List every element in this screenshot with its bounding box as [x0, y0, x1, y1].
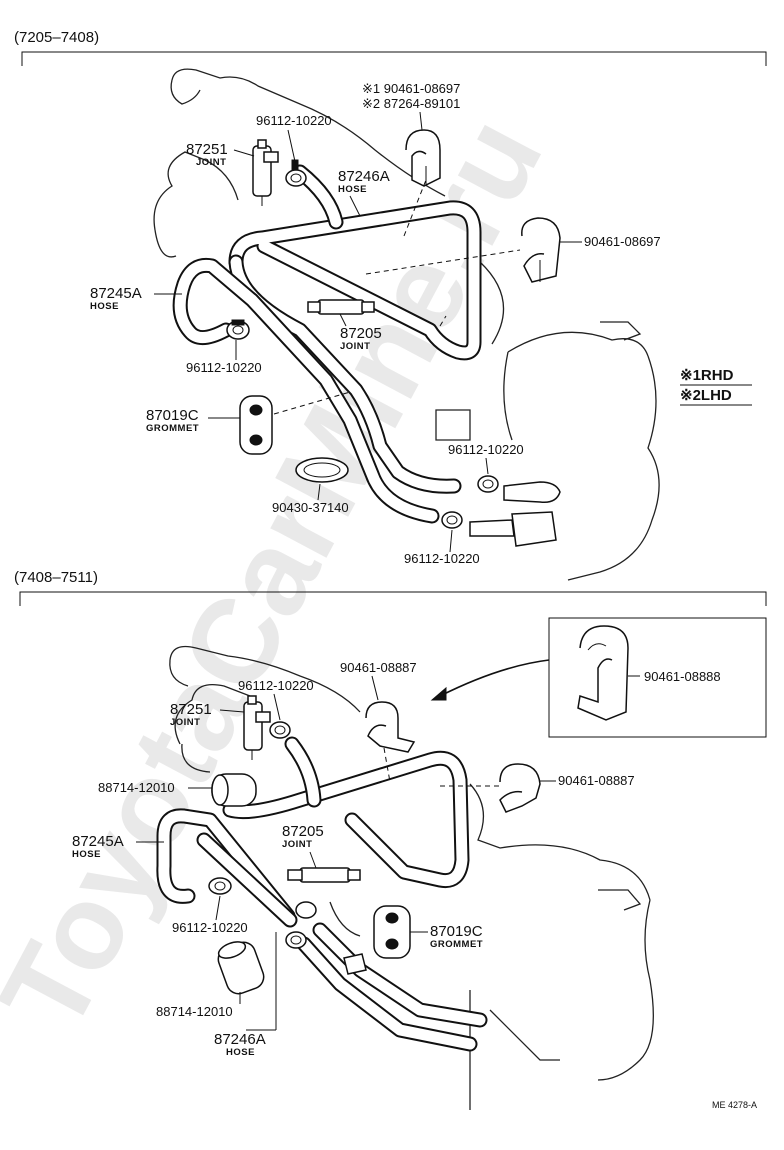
label-88714-bottom: 88714-12010 — [156, 1004, 233, 1019]
label-87205-name-2: JOINT — [282, 839, 312, 850]
engine-outline-2 — [169, 645, 654, 1110]
label-96112-top-2: 96112-10220 — [238, 678, 314, 693]
label-88714-top: 88714-12010 — [98, 780, 175, 795]
section-1: (7205–7408) — [14, 29, 767, 581]
label-96112-bottom-2: 96112-10220 — [172, 920, 248, 935]
joint-87251-1 — [252, 139, 279, 206]
grommet-87019c-1 — [239, 395, 273, 455]
pipes-2 — [296, 922, 488, 1052]
label-87019c-name: GROMMET — [146, 423, 199, 434]
clamp-96112-top-2 — [269, 721, 291, 739]
joint-87251-2 — [243, 695, 271, 760]
label-87246a-name-2: HOSE — [226, 1047, 255, 1058]
gasket-90430-1 — [295, 457, 349, 483]
inset-box: 90461-08888 — [430, 617, 767, 738]
label-90461-right: 90461-08697 — [584, 234, 661, 249]
label-87245a-name-2: HOSE — [72, 849, 101, 860]
sleeve-88714-top-2 — [211, 773, 257, 807]
label-87246a: 87246A — [338, 168, 390, 185]
label-90461-clip: 90461-08887 — [340, 660, 417, 675]
label-note2: ※2 87264-89101 — [362, 96, 460, 111]
clip-90461-right-2 — [499, 763, 541, 813]
label-87019c-2: 87019C — [430, 923, 483, 940]
label-87245a-2: 87245A — [72, 833, 124, 850]
label-87245a-name: HOSE — [90, 301, 119, 312]
clip-90461-upper-2 — [365, 701, 416, 753]
label-87019c-name-2: GROMMET — [430, 939, 483, 950]
label-87246a-name: HOSE — [338, 184, 367, 195]
label-96112-bottom: 96112-10220 — [404, 551, 480, 566]
clamp-96112-mid-1 — [477, 475, 561, 504]
legend-rhd: ※1RHD — [680, 367, 734, 384]
drawing-code: ME 4278-A — [712, 1100, 757, 1110]
label-90461-right-2: 90461-08887 — [558, 773, 635, 788]
label-87251-2: 87251 — [170, 701, 212, 718]
legend-lhd: ※2LHD — [680, 387, 732, 404]
label-87019c: 87019C — [146, 407, 199, 424]
label-87251-name: JOINT — [196, 157, 226, 168]
label-87205-2: 87205 — [282, 823, 324, 840]
label-96112-mid: 96112-10220 — [448, 442, 524, 457]
engine-outline-1 — [153, 68, 660, 581]
label-90430: 90430-37140 — [272, 500, 349, 515]
section-2: (7408–7511) 90461-08888 — [14, 569, 767, 1110]
section-2-title: (7408–7511) — [14, 569, 98, 586]
label-96112-left: 96112-10220 — [186, 360, 262, 375]
grommet-87019c-2 — [373, 905, 411, 959]
legend: ※1RHD ※2LHD — [680, 367, 752, 406]
label-87245a: 87245A — [90, 285, 142, 302]
clamp-96112-mid-2 — [285, 901, 317, 949]
label-87251-name-2: JOINT — [170, 717, 200, 728]
hose-87245a-2 — [156, 808, 298, 928]
label-87205-name: JOINT — [340, 341, 370, 352]
clamp-96112-top-1 — [285, 159, 307, 187]
joint-87205-1 — [307, 299, 375, 315]
label-96112-top: 96112-10220 — [256, 113, 332, 128]
hose-87246a-2 — [222, 736, 470, 889]
label-note1: ※1 90461-08697 — [362, 81, 460, 96]
label-87246a-2: 87246A — [214, 1031, 266, 1048]
sleeve-88714-bottom-2 — [217, 941, 265, 995]
clamp-96112-left-1 — [226, 319, 250, 340]
clip-90461-right-1 — [521, 217, 561, 283]
joint-87205-2 — [287, 867, 361, 883]
section-1-bracket — [21, 51, 767, 66]
section-1-title: (7205–7408) — [14, 29, 99, 46]
clamp-96112-bottom-1 — [441, 511, 557, 547]
label-87251: 87251 — [186, 141, 228, 158]
label-90461-inset: 90461-08888 — [644, 669, 721, 684]
label-87205: 87205 — [340, 325, 382, 342]
section-2-bracket — [19, 591, 767, 606]
hose-87245a-1 — [172, 257, 440, 524]
clamp-96112-left-2 — [208, 877, 232, 895]
clip-90461-top-1 — [405, 129, 441, 187]
